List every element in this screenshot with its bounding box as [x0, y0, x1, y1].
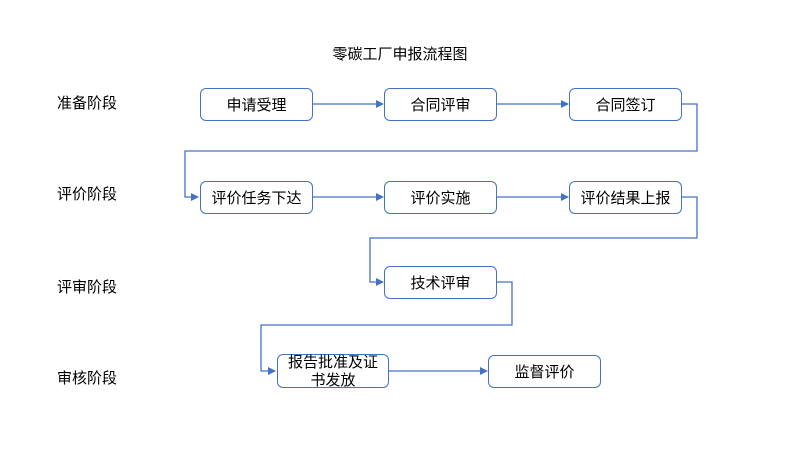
node-apply: 申请受理 — [200, 88, 313, 121]
arrow-tech-review-to-report-issue — [260, 281, 513, 375]
stage-label-review: 评审阶段 — [57, 278, 118, 296]
stage-label-prep: 准备阶段 — [57, 94, 118, 112]
node-supervise: 监督评价 — [488, 355, 601, 388]
node-eval-impl: 评价实施 — [384, 181, 497, 214]
stage-label-eval: 评价阶段 — [57, 185, 118, 203]
node-result-report: 评价结果上报 — [569, 181, 682, 214]
node-report-issue: 报告批准及证书发放 — [277, 353, 389, 389]
node-contract-review: 合同评审 — [384, 88, 497, 121]
node-contract-sign: 合同签订 — [569, 88, 682, 121]
node-tech-review: 技术评审 — [384, 266, 497, 299]
diagram-title: 零碳工厂申报流程图 — [332, 45, 468, 63]
arrow-result-report-to-tech-review — [369, 196, 698, 286]
arrow-sign-to-task-issue — [184, 103, 698, 201]
node-task-issue: 评价任务下达 — [200, 181, 313, 214]
stage-label-audit: 审核阶段 — [57, 369, 118, 387]
